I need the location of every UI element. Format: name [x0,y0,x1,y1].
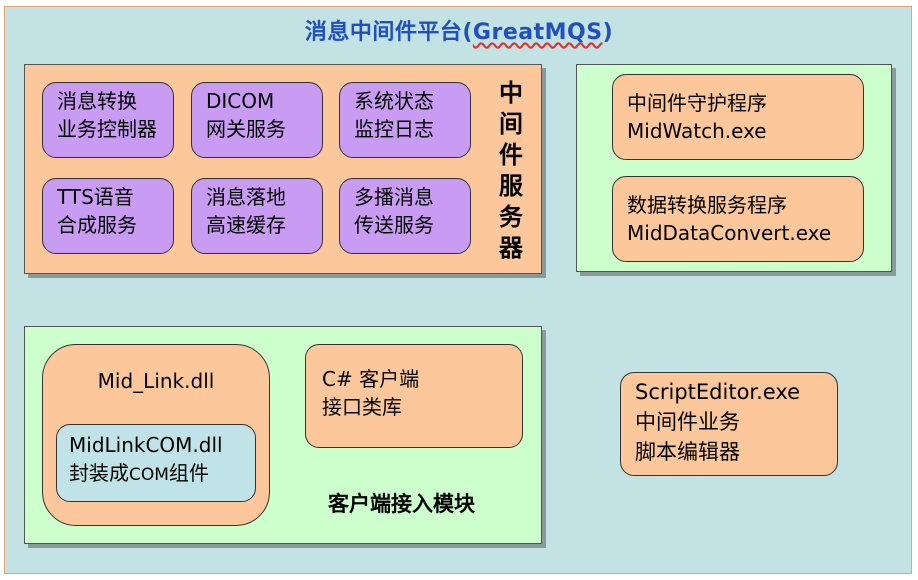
client-module-label: 客户端接入模块 [328,492,475,516]
script-editor-line: ScriptEditor.exe [635,380,801,404]
program-line: 数据转换服务程序 [627,193,787,217]
service-line: 多播消息 [354,185,434,209]
midlinkcom-box: MidLinkCOM.dll 封装成COM组件 [56,424,256,502]
csharp-client-box: C# 客户端 接口类库 [305,344,523,448]
service-line: 传送服务 [354,213,434,237]
csharp-subtitle: 接口类库 [322,395,402,419]
middleware-server-label-char: 服 [499,172,523,200]
middleware-server-label-char: 中 [499,79,523,107]
script-editor-box: ScriptEditor.exe 中间件业务 脚本编辑器 [620,372,838,476]
middleware-server-label-char: 务 [499,203,523,231]
service-line: 监控日志 [354,117,434,141]
program-line: 中间件守护程序 [627,91,767,115]
csharp-title: C# 客户端 [322,367,420,391]
service-box-message-converter: 消息转换 业务控制器 [42,82,174,158]
middleware-server-label: 中间件服务器 [496,78,526,264]
program-box-middataconvert: 数据转换服务程序 MidDataConvert.exe [612,176,864,262]
service-line: DICOM [206,89,275,113]
program-line: MidWatch.exe [627,119,767,143]
service-line: 合成服务 [57,213,137,237]
midlinkcom-subtitle-b: COM [129,465,169,485]
script-editor-line: 中间件业务 [635,410,740,434]
service-box-tts: TTS语音 合成服务 [42,178,174,254]
midlinkcom-subtitle-a: 封装成 [69,461,129,485]
service-box-system-monitor: 系统状态 监控日志 [339,82,471,158]
service-line: 高速缓存 [206,213,286,237]
service-line: 业务控制器 [57,117,157,141]
midlinkcom-subtitle: 封装成COM组件 [69,459,255,489]
service-box-dicom-gateway: DICOM 网关服务 [191,82,323,158]
service-box-multicast: 多播消息 传送服务 [339,178,471,254]
middleware-server-label-char: 件 [499,141,523,169]
midlinkcom-title: MidLinkCOM.dll [69,433,223,457]
service-line: 网关服务 [206,117,286,141]
mid-link-title: Mid_Link.dll [97,369,215,393]
service-line: 消息转换 [57,89,137,113]
script-editor-line: 脚本编辑器 [635,440,740,464]
service-box-message-cache: 消息落地 高速缓存 [191,178,323,254]
title-close: ) [602,20,614,45]
title-chinese: 消息中间件平台( [304,20,473,45]
midlinkcom-subtitle-c: 组件 [168,461,209,485]
service-line: 系统状态 [354,89,434,113]
program-box-midwatch: 中间件守护程序 MidWatch.exe [612,74,864,160]
middleware-server-label-char: 间 [499,110,523,138]
program-line: MidDataConvert.exe [627,221,832,245]
service-line: TTS语音 [57,185,134,209]
title-brand: GreatMQS [472,20,603,45]
service-line: 消息落地 [206,185,286,209]
diagram-title: 消息中间件平台(GreatMQS) [0,14,918,46]
middleware-server-label-char: 器 [499,234,523,262]
